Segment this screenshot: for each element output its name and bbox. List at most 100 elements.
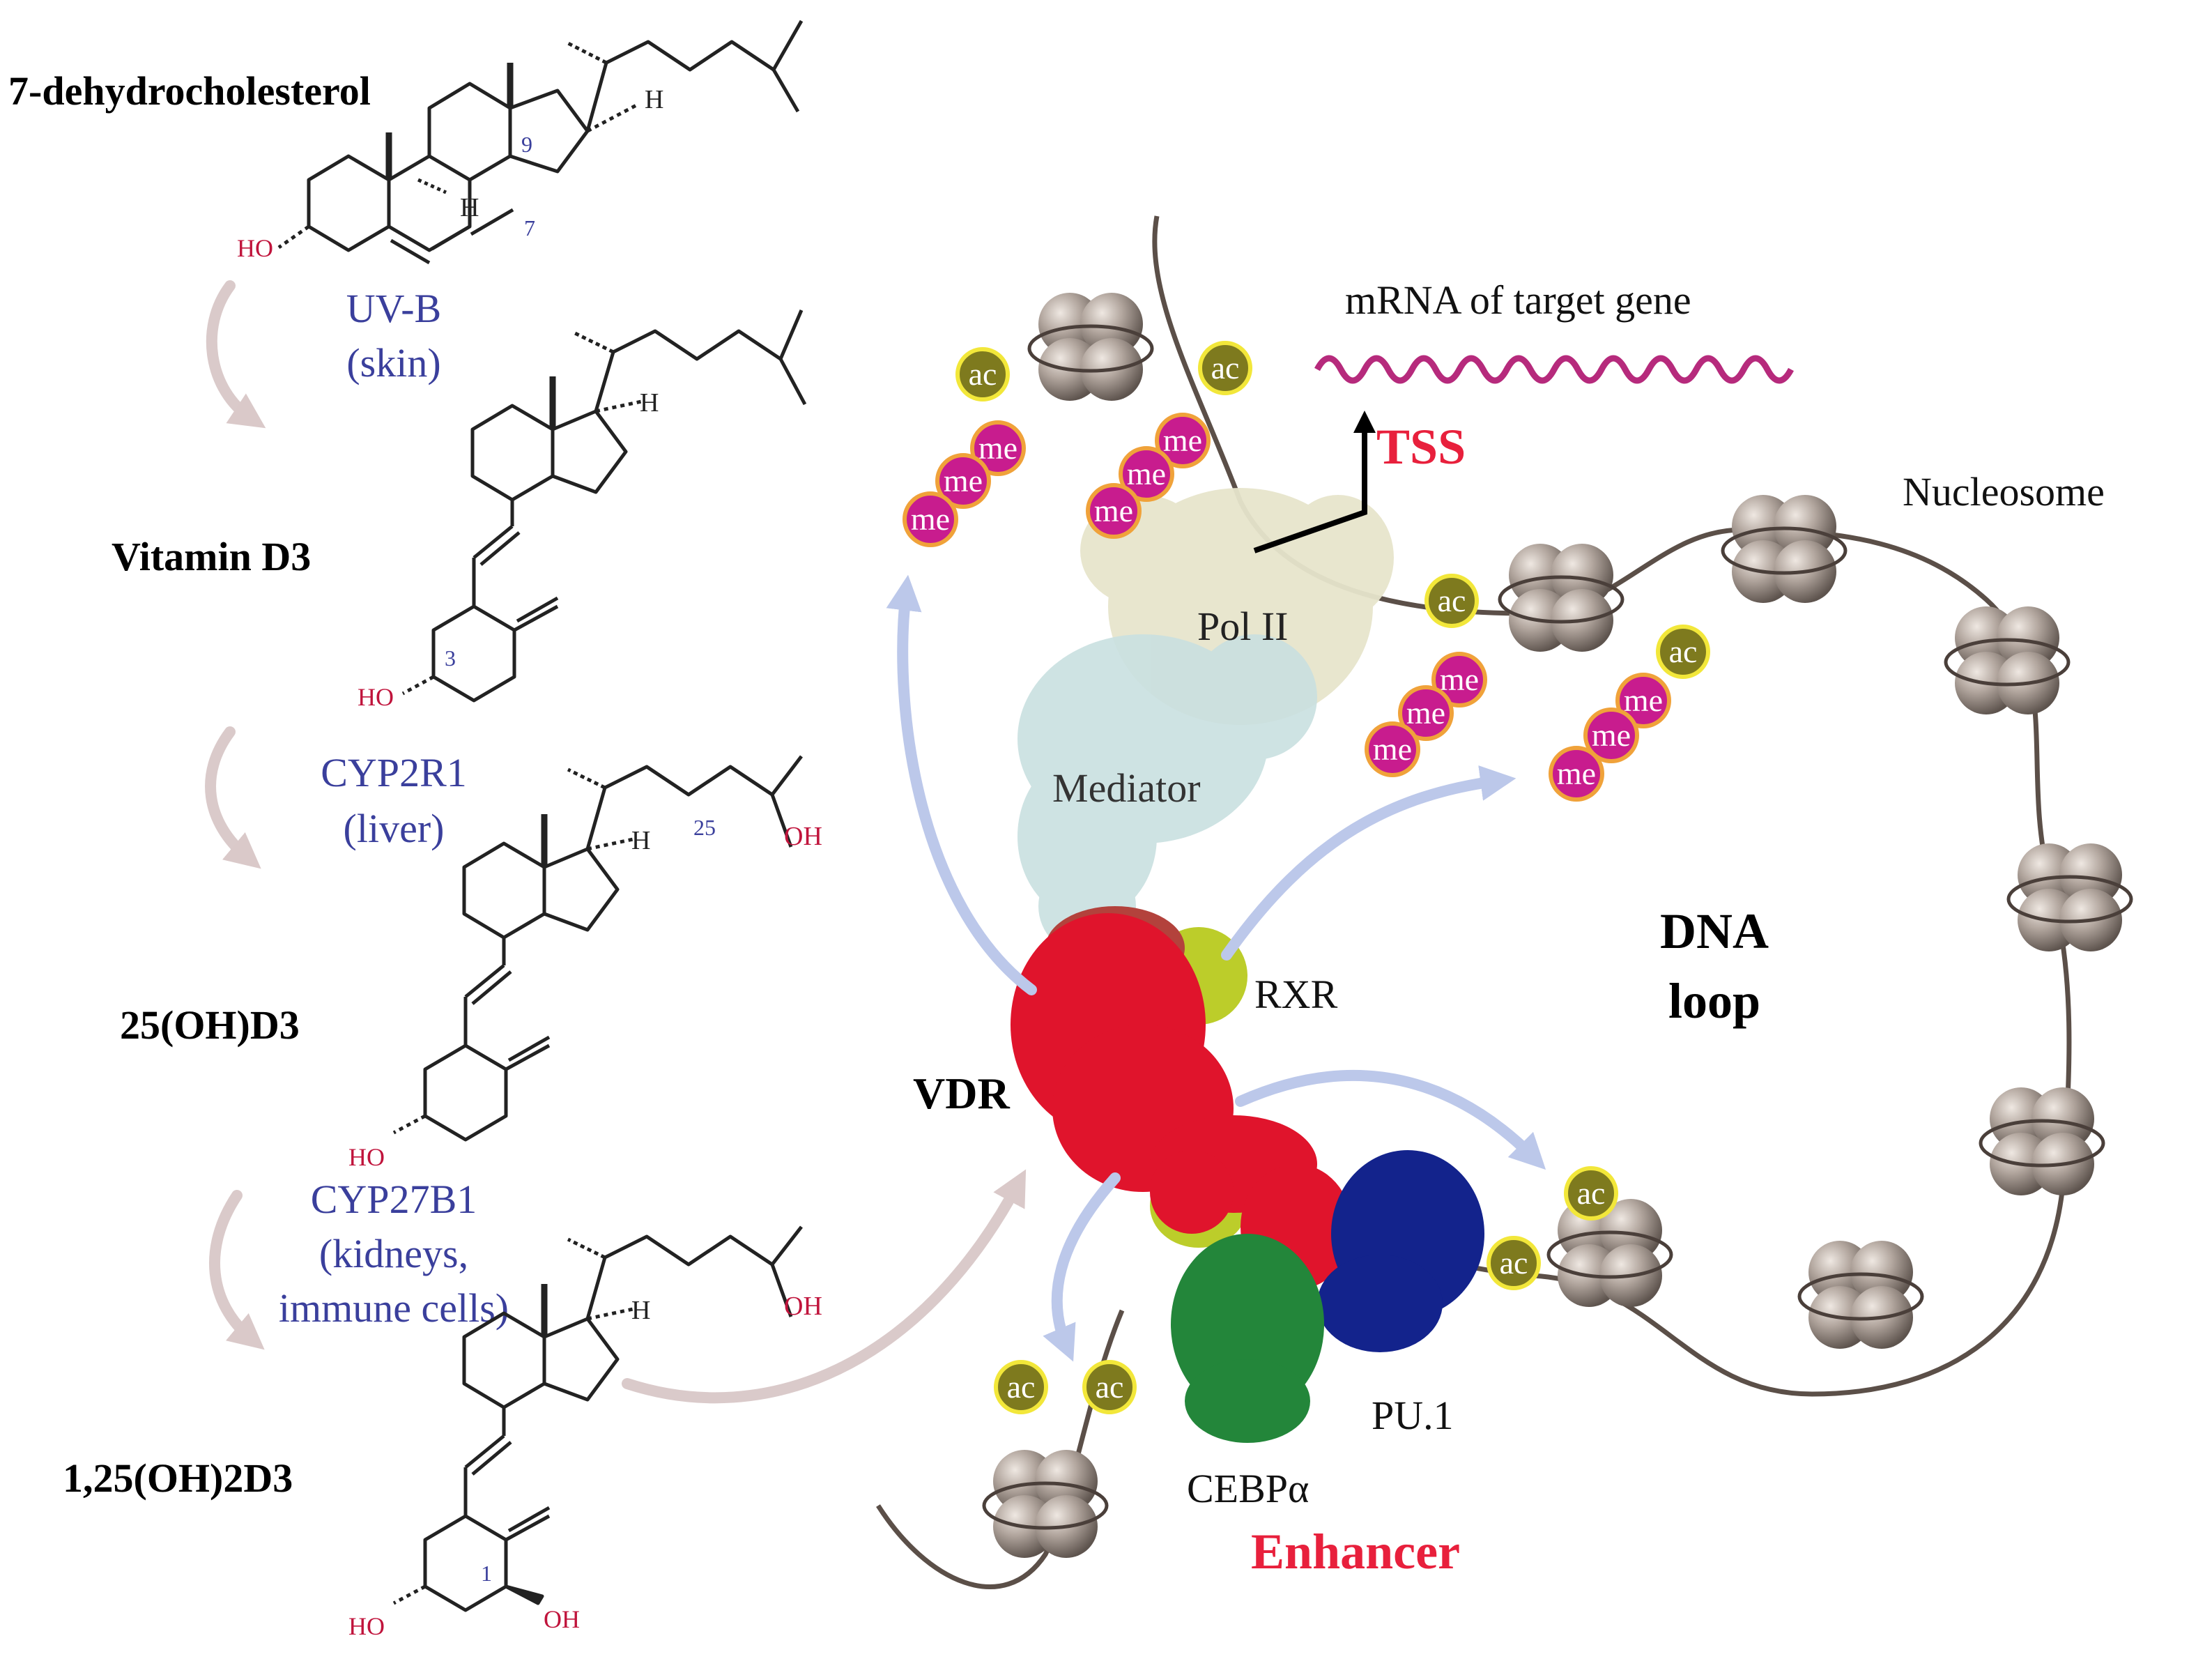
mediator-label: Mediator — [1052, 765, 1201, 811]
hydroxyl-label: OH — [784, 1292, 822, 1321]
me-mark: me — [1583, 708, 1639, 763]
me-mark: me — [1431, 652, 1487, 708]
ac-mark: ac — [1564, 1166, 1618, 1221]
nucleosomes — [982, 293, 2133, 1558]
pathway-arrows — [205, 280, 1027, 1404]
pu1-label: PU.1 — [1372, 1393, 1454, 1438]
gene-regulation: ac ac ac ac ac ac ac ac me me me me me m… — [876, 215, 2133, 1589]
svg-text:me: me — [1127, 456, 1166, 491]
svg-text:ac: ac — [1669, 634, 1698, 669]
compound-name-25ohd3: 25(OH)D3 — [120, 1002, 300, 1048]
me-mark: me — [970, 420, 1026, 476]
compound-name-vitamin-d3: Vitamin D3 — [112, 534, 311, 579]
compound-name-125ohd3: 1,25(OH)2D3 — [63, 1455, 293, 1501]
arrow-to-promoter-marks — [886, 574, 1037, 995]
h-label: H — [640, 388, 659, 418]
svg-text:me: me — [1557, 756, 1596, 791]
arrow-to-enhancer-nucleosome — [1235, 1070, 1546, 1170]
nucleosome — [1498, 544, 1625, 652]
svg-text:me: me — [1373, 731, 1412, 767]
me-mark: me — [935, 453, 991, 509]
compound-name-7dhc: 7-dehydrocholesterol — [8, 68, 371, 114]
mrna-label: mRNA of target gene — [1345, 277, 1691, 323]
vdr-label: VDR — [913, 1069, 1010, 1118]
hydroxyl-label: HO — [348, 1143, 385, 1171]
hydroxyl-label: HO — [237, 234, 273, 262]
svg-text:me: me — [1592, 717, 1631, 753]
h-label: H — [645, 85, 663, 114]
ac-mark: ac — [1487, 1236, 1541, 1290]
site-label-skin: (skin) — [346, 340, 440, 385]
site-label-kidneys: (kidneys, — [319, 1231, 468, 1276]
atom-number: 3 — [445, 645, 456, 671]
ac-mark: ac — [1656, 625, 1710, 679]
ac-mark: ac — [955, 347, 1010, 401]
me-mark: me — [1155, 413, 1211, 468]
atom-number: 25 — [693, 815, 716, 840]
nucleosome — [1797, 1241, 1924, 1349]
enhancer-label: Enhancer — [1251, 1524, 1460, 1580]
mediator-complex — [1017, 634, 1317, 955]
recruitment-arrows — [886, 574, 1546, 1362]
pathway-arrow-cyp27b1 — [208, 1190, 265, 1350]
svg-text:me: me — [978, 430, 1017, 466]
h-label: H — [460, 193, 479, 222]
cebp-protein — [1171, 1234, 1324, 1443]
atom-number: 7 — [524, 215, 535, 240]
ac-mark: ac — [1198, 341, 1252, 395]
me-mark: me — [1398, 685, 1454, 741]
nucleosome — [982, 1450, 1109, 1558]
vdr-protein — [1011, 906, 1352, 1290]
enzyme-label-cyp2r1: CYP2R1 — [321, 750, 467, 795]
metabolic-pathway: H H 9 7 HO 7-dehydrocholesterol UV-B (sk… — [8, 20, 1027, 1640]
svg-text:me: me — [1624, 682, 1663, 718]
svg-text:ac: ac — [1500, 1245, 1528, 1280]
histone-marks: ac ac ac ac ac ac ac ac me me me me me m… — [903, 341, 1710, 1414]
arrow-to-loop-marks — [1221, 765, 1516, 961]
svg-text:ac: ac — [1007, 1369, 1036, 1405]
me-mark: me — [903, 491, 958, 547]
nucleosome — [1944, 606, 2071, 714]
me-mark: me — [1086, 483, 1142, 539]
pol2-label: Pol II — [1197, 604, 1289, 649]
enzyme-label-uvb: UV-B — [346, 286, 441, 331]
svg-text:me: me — [1440, 661, 1479, 697]
svg-text:ac: ac — [1096, 1369, 1124, 1405]
arrow-to-distal-marks — [1043, 1172, 1121, 1362]
svg-text:ac: ac — [1577, 1175, 1606, 1211]
ac-mark: ac — [994, 1360, 1048, 1414]
svg-text:me: me — [1406, 695, 1445, 731]
svg-text:me: me — [1163, 422, 1202, 458]
molecule-125ohd3 — [392, 1225, 803, 1612]
nucleosome-label: Nucleosome — [1903, 469, 2105, 514]
molecule-7-dehydrocholesterol — [277, 20, 804, 265]
dna-loop-label-line1: DNA — [1660, 903, 1769, 959]
ac-mark: ac — [1082, 1360, 1137, 1414]
me-mark: me — [1119, 446, 1174, 502]
svg-text:ac: ac — [1211, 350, 1240, 385]
hydroxyl-label: HO — [358, 683, 394, 711]
nucleosome — [1546, 1199, 1673, 1307]
nucleosome — [1027, 293, 1154, 401]
hydroxyl-label: HO — [348, 1612, 385, 1640]
enzyme-label-cyp27b1: CYP27B1 — [311, 1177, 477, 1222]
svg-text:me: me — [911, 501, 950, 537]
me-mark: me — [1549, 746, 1604, 802]
rxr-label: RXR — [1254, 972, 1338, 1017]
hydroxyl-label: OH — [544, 1605, 580, 1633]
activation-arrow-to-vdr — [622, 1169, 1027, 1404]
site-label-liver: (liver) — [344, 806, 445, 851]
pu1-protein — [1317, 1150, 1484, 1352]
dna-loop-label-line2: loop — [1668, 973, 1760, 1029]
hydroxyl-label: OH — [784, 822, 822, 851]
atom-number: 1 — [481, 1561, 492, 1586]
nucleosome — [1721, 495, 1848, 603]
tss-label: TSS — [1376, 419, 1466, 475]
nucleosome — [1979, 1087, 2105, 1195]
atom-number: 9 — [521, 132, 532, 157]
svg-text:me: me — [1094, 493, 1133, 528]
molecule-25ohd3 — [392, 755, 803, 1142]
h-label: H — [631, 826, 650, 855]
svg-text:ac: ac — [969, 356, 997, 392]
